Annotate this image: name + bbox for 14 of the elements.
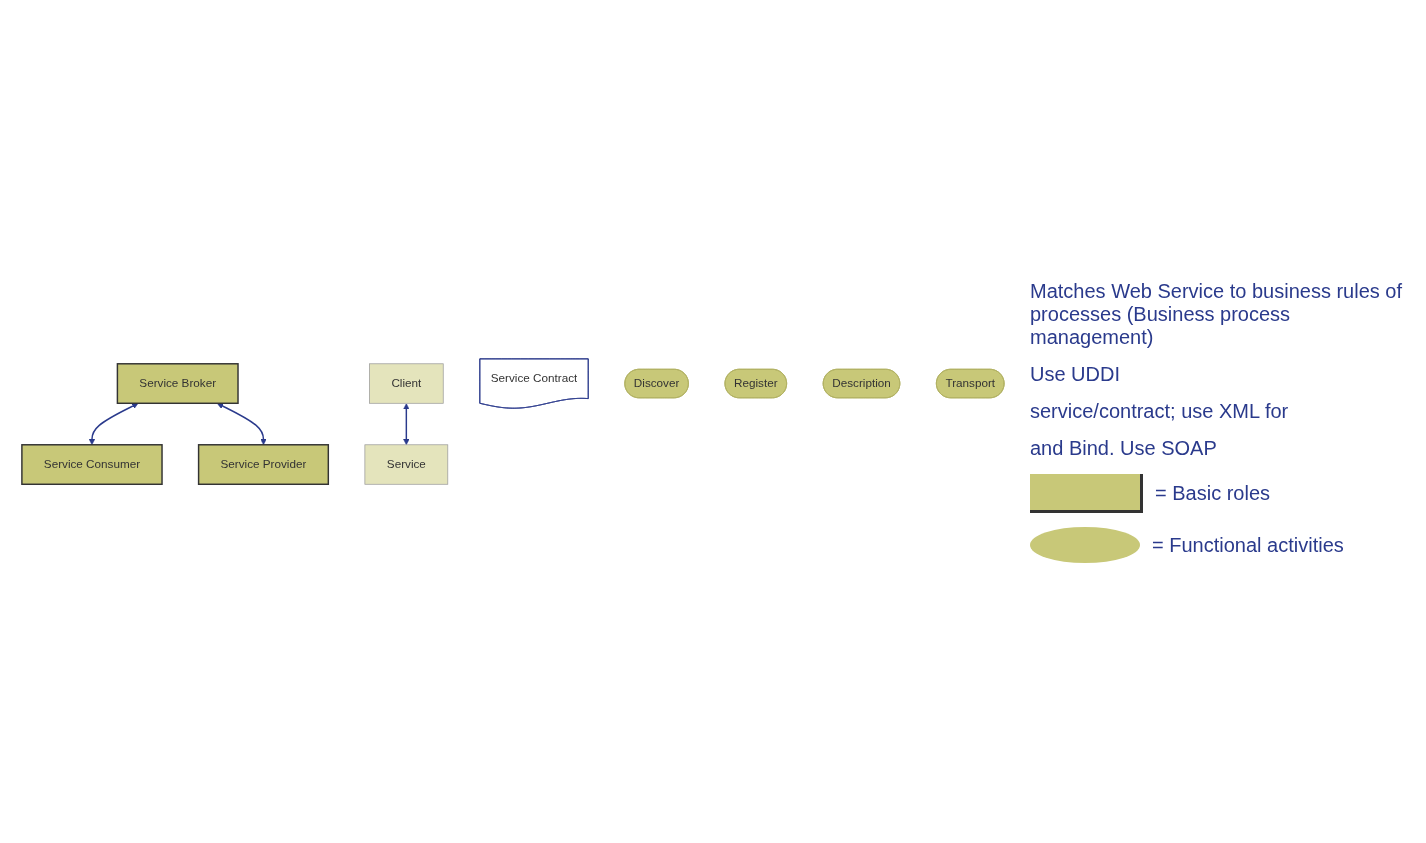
arrow — [88, 403, 139, 445]
node-box: Service Broker — [116, 363, 239, 404]
node-box: Service — [364, 444, 449, 485]
note-text: Matches Web Service to business rules of processes (Business process management) — [1030, 280, 1404, 349]
note-text: and Bind. Use SOAP — [1030, 437, 1218, 460]
node-box: Service Consumer — [21, 444, 163, 485]
note-text: Use UDDI — [1030, 363, 1121, 386]
note-text: service/contract; use XML for — [1030, 400, 1290, 423]
legend-label: = Functional activities — [1152, 533, 1344, 557]
arrow — [217, 403, 267, 445]
node-box: Service Provider — [197, 444, 330, 485]
node-box: Client — [369, 363, 444, 404]
arrow — [403, 403, 410, 445]
legend-label: = Basic roles — [1155, 482, 1271, 505]
